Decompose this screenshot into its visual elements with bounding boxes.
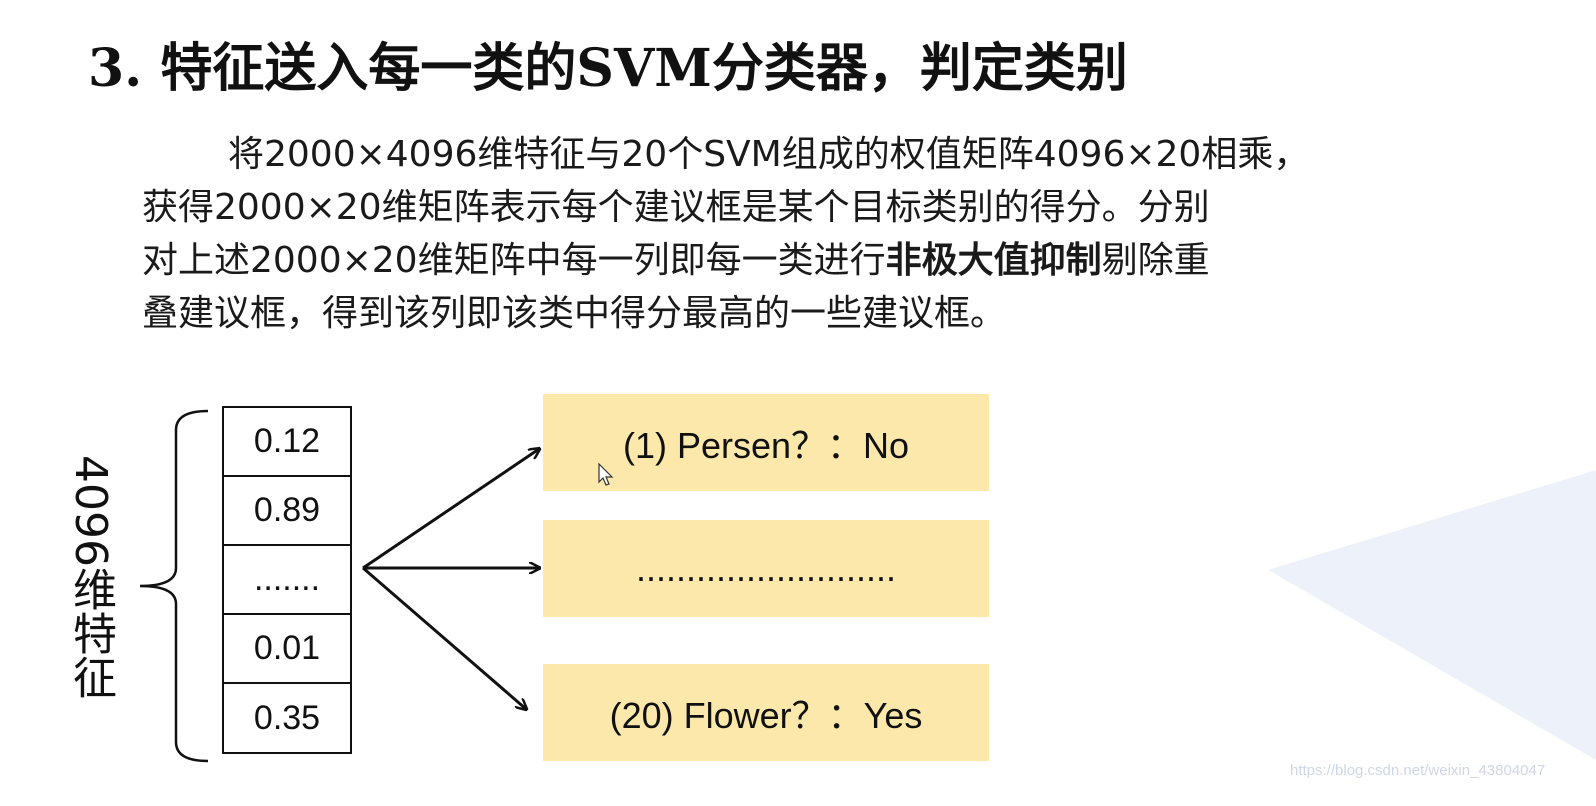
mouse-pointer-icon: [598, 463, 614, 486]
svm-output-class-1: (1) Persen？：No: [543, 394, 989, 491]
paragraph-line-2: 获得2000×20维矩阵表示每个建议框是某个目标类别的得分。分别: [142, 187, 1210, 228]
svm-output-label: (20) Flower？：Yes: [609, 694, 923, 736]
paragraph-line-3: 对上述2000×20维矩阵中每一列即每一类进行非极大值抑制剔除重: [142, 234, 1442, 287]
vector-cell: 0.89: [224, 477, 350, 546]
vector-cell: 0.12: [224, 408, 350, 477]
paragraph-line-3-post: 剔除重: [1101, 240, 1210, 281]
vector-cell: .......: [224, 546, 350, 615]
paragraph-line-4: 叠建议框，得到该列即该类中得分最高的一些建议框。: [142, 293, 1007, 334]
vector-cell: 0.01: [224, 615, 350, 684]
svm-output-label: ..........................: [635, 547, 897, 589]
watermark-url: https://blog.csdn.net/weixin_43804047: [1290, 762, 1546, 779]
vector-dimension-label: 4096维特征: [65, 455, 116, 699]
page-title: 3. 特征送入每一类的SVM分类器，判定类别: [88, 38, 1128, 99]
svm-output-class-20: (20) Flower？：Yes: [543, 664, 989, 761]
paragraph-line-1: 将2000×4096维特征与20个SVM组成的权值矩阵4096×20相乘，: [228, 134, 1310, 175]
feature-vector: 0.12 0.89 ....... 0.01 0.35: [222, 406, 352, 754]
vector-cell: 0.35: [253, 698, 321, 737]
svm-output-ellipsis: ..........................: [543, 520, 989, 617]
paragraph-line-3-pre: 对上述2000×20维矩阵中每一列即每一类进行: [142, 240, 886, 281]
body-paragraph: 将2000×4096维特征与20个SVM组成的权值矩阵4096×20相乘， 获得…: [142, 128, 1442, 340]
svm-output-label: (1) Persen？：No: [622, 424, 910, 466]
nms-emphasis: 非极大值抑制: [885, 240, 1102, 281]
